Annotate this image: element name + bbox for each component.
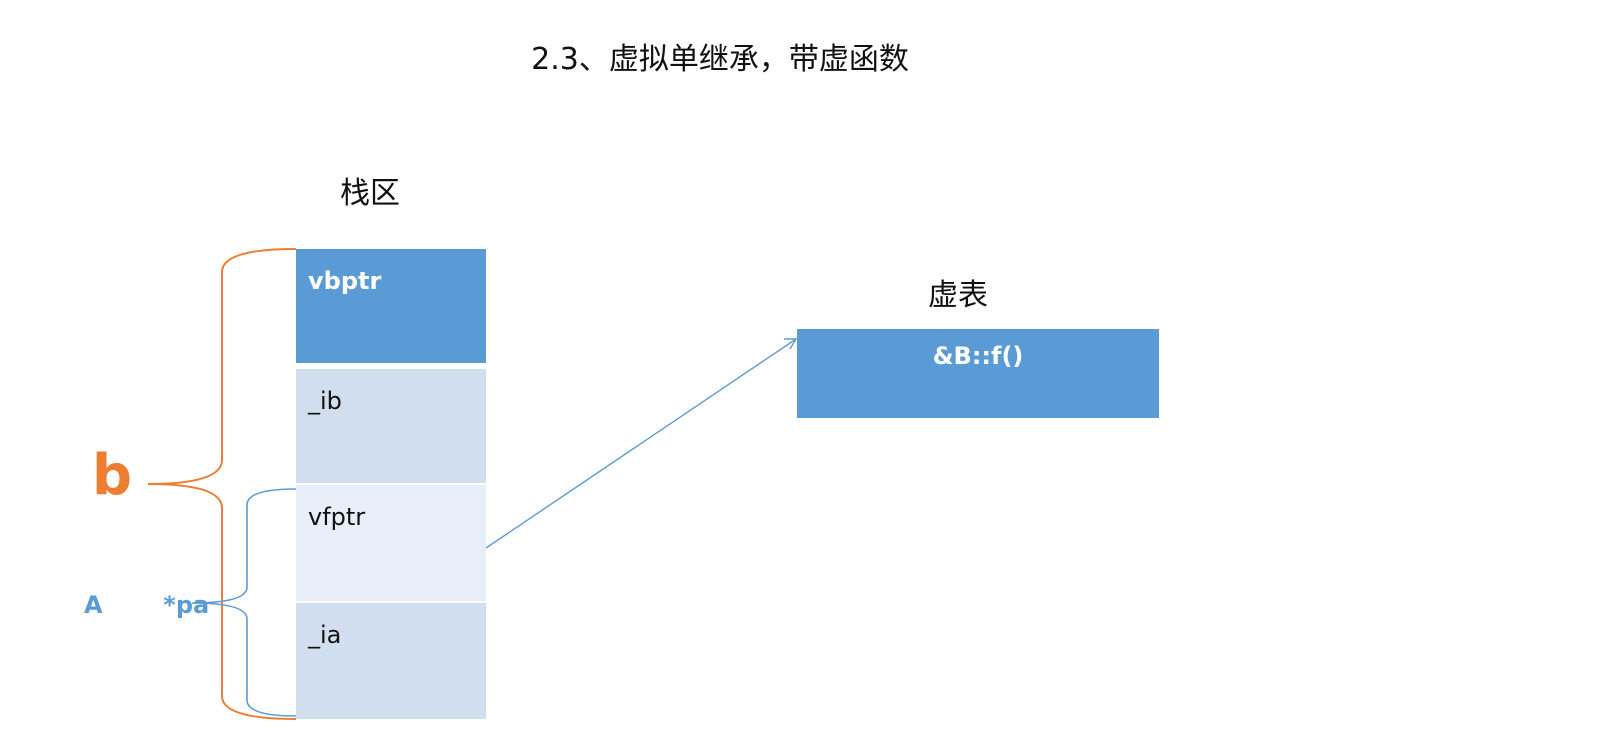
pointer-pa-brace — [191, 488, 297, 717]
diagram-title: 2.3、虚拟单继承，带虚函数 — [531, 42, 909, 77]
object-b-brace — [147, 248, 297, 720]
stack-cell-ib: _ib — [296, 369, 486, 483]
stack-cell-vbptr: vbptr — [296, 249, 486, 363]
vtable-entry-box: &B::f() — [797, 329, 1159, 418]
pointer-pa-label: A *pa — [84, 591, 210, 619]
vfptr-arrow-head — [784, 338, 798, 350]
stack-cell-ia: _ia — [296, 603, 486, 719]
stack-heading: 栈区 — [340, 176, 400, 211]
stack-cell-vfptr: vfptr — [296, 485, 486, 601]
vtable-heading: 虚表 — [928, 278, 988, 313]
object-b-label: b — [92, 443, 133, 508]
vfptr-arrow-line — [485, 338, 797, 549]
